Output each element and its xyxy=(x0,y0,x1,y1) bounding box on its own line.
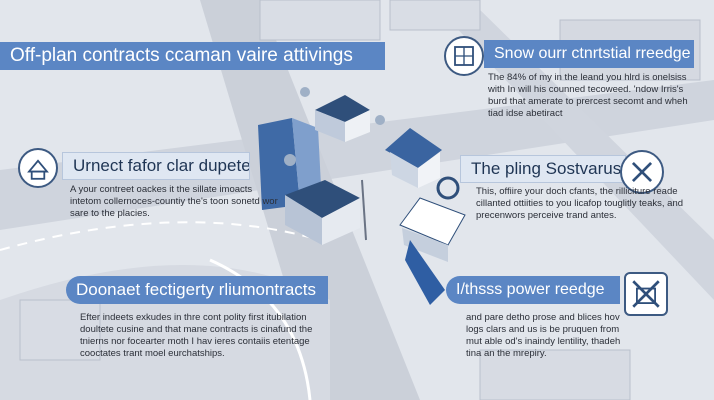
top-right-banner: Snow ourr ctnrtstial rreedge xyxy=(484,40,694,68)
no-building-icon xyxy=(624,272,668,316)
mid-left-body: A your contreet oackes it the sillate im… xyxy=(70,184,278,219)
bottom-right-title: I/thsss power reedge xyxy=(456,281,605,298)
mid-right-title: The pling Sostvarus xyxy=(471,159,622,178)
mid-right-banner: The pling Sostvarus xyxy=(460,155,626,183)
top-left-banner: Off-plan contracts ccaman vaire attiving… xyxy=(0,42,385,70)
bottom-left-title: Doonaet fectigerty rliumontracts xyxy=(76,280,316,299)
house-sketch-icon xyxy=(18,148,58,188)
bottom-left-body: Efter indeets exkudes in thre cont polit… xyxy=(80,312,313,359)
top-right-body: The 84% of my in the leand you hlrd is o… xyxy=(488,72,688,119)
bottom-right-body: and pare detho prose and blices hov logs… xyxy=(466,312,621,359)
top-left-title: Off-plan contracts ccaman vaire attiving… xyxy=(10,45,353,66)
blueprint-icon xyxy=(444,36,484,76)
bottom-left-banner: Doonaet fectigerty rliumontracts xyxy=(66,276,328,304)
mid-right-body: This, offiire your doch cfants, the rill… xyxy=(476,186,684,221)
tools-cross-icon xyxy=(620,150,664,194)
bottom-right-banner: I/thsss power reedge xyxy=(446,276,620,304)
mid-left-title: Urnect fafor clar dupeter xyxy=(73,156,250,175)
top-right-title: Snow ourr ctnrtstial rreedge xyxy=(494,45,691,62)
mid-left-banner: Urnect fafor clar dupeter xyxy=(62,152,250,180)
